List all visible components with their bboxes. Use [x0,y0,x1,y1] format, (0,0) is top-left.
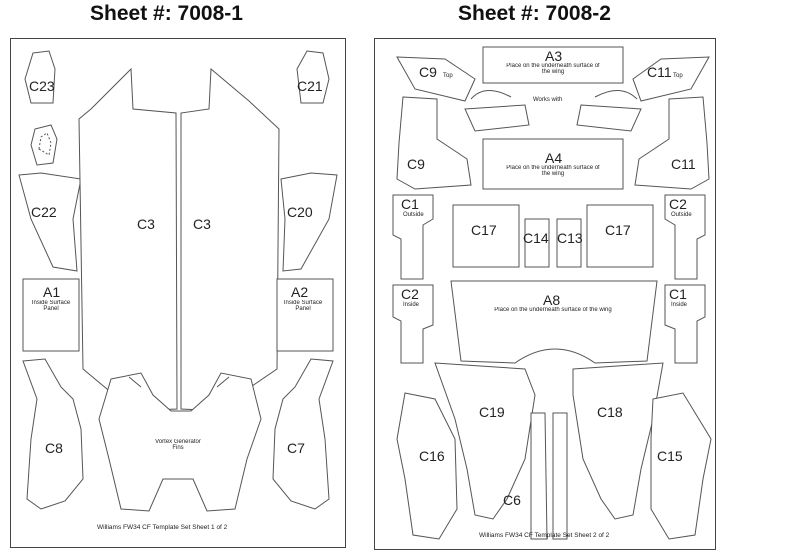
label-c17-right: C17 [605,222,631,238]
part-c21 [296,50,330,104]
label-c9: C9 [407,156,425,172]
label-c3-right: C3 [193,216,211,232]
part-c3-right [180,67,280,412]
label-c9-top-suffix: Top [443,73,453,79]
note-a3: Place on the underneath surface of the w… [506,63,600,75]
part-connector-left [464,104,530,132]
label-a1: A1 [43,284,60,300]
note-vortex: Vortex Generator Fins [155,439,201,451]
note-c1-outside: Outside [403,212,424,218]
part-c15 [650,392,712,540]
part-c9 [396,96,472,190]
label-c17-left: C17 [471,222,497,238]
label-c6: C6 [503,492,521,508]
part-c1-inside [664,284,706,364]
note-a1: Inside Surface Panel [31,300,71,312]
label-c22: C22 [31,204,57,220]
note-c2-inside: Inside [403,302,420,308]
label-c15: C15 [657,448,683,464]
label-c11-top-suffix: Top [673,73,683,79]
sheet-1-footer: Williams FW34 CF Template Set Sheet 1 of… [97,524,228,531]
label-c7: C7 [287,440,305,456]
part-c11 [634,96,710,190]
note-a8: Place on the underneath surface of the w… [494,307,612,313]
part-c2-inside [392,284,434,364]
part-small-cap [30,124,58,166]
part-c13 [556,218,582,268]
label-a4: A4 [545,150,562,166]
note-c2-outside: Outside [671,212,692,218]
part-c22 [18,172,82,272]
label-c8: C8 [45,440,63,456]
part-c2-outside [664,194,706,280]
label-c1-outside: C1 [401,196,419,212]
sheet-2-template-drawing: A3 Place on the underneath surface of th… [392,46,712,540]
sheet-1-template-drawing: C23 C21 C22 C20 C3 C3 A1 Inside Surface … [18,50,338,531]
part-vortex-fins [98,372,262,512]
part-a3 [482,46,624,84]
part-a8 [450,280,658,364]
part-small-cap-dashed [38,132,52,156]
label-c18: C18 [597,404,623,420]
label-c2-outside: C2 [669,196,687,212]
part-c23 [24,50,56,104]
note-c1-inside: Inside [671,302,688,308]
label-works-with: Works with [533,97,562,103]
label-c9-top: C9 [419,64,437,80]
part-c17-left [452,204,520,268]
label-a3: A3 [545,48,562,64]
sheet-2-page: A3 Place on the underneath surface of th… [374,38,716,550]
part-c6 [530,412,568,540]
label-c21: C21 [297,78,323,94]
label-c13: C13 [557,230,583,246]
part-c14 [524,218,550,268]
note-a2: Inside Surface Panel [283,300,323,312]
part-c7 [272,358,334,510]
label-c14: C14 [523,230,549,246]
label-c1-inside: C1 [669,286,687,302]
sheet-1-page: C23 C21 C22 C20 C3 C3 A1 Inside Surface … [10,38,346,548]
part-c19 [434,362,536,520]
part-a2 [276,278,334,352]
note-a4: Place on the underneath surface of the w… [506,165,600,177]
label-c20: C20 [287,204,313,220]
part-c8 [22,358,84,510]
part-c18 [572,362,664,520]
label-c16: C16 [419,448,445,464]
sheet-2-title: Sheet #: 7008-2 [458,2,611,25]
sheet-1-title: Sheet #: 7008-1 [90,2,243,25]
part-a4 [482,138,624,190]
part-c17-right [586,204,654,268]
sheet-2-footer: Williams FW34 CF Template Set Sheet 2 of… [479,532,610,539]
label-c19: C19 [479,404,505,420]
vortex-notches [128,376,230,388]
label-c3-left: C3 [137,216,155,232]
part-a1 [22,278,80,352]
label-c11: C11 [671,156,696,172]
label-c11-top: C11 [647,64,672,80]
works-with-arrows [470,90,638,100]
part-c3-left [78,67,178,412]
part-c9-top [396,56,476,102]
label-a8: A8 [543,292,560,308]
part-c1-outside [392,194,434,280]
label-a2: A2 [291,284,308,300]
part-c16 [396,392,458,540]
part-c11-top [632,56,710,102]
label-c2-inside: C2 [401,286,419,302]
part-c20 [280,172,338,272]
label-c23: C23 [29,78,55,94]
part-connector-right [576,104,642,132]
